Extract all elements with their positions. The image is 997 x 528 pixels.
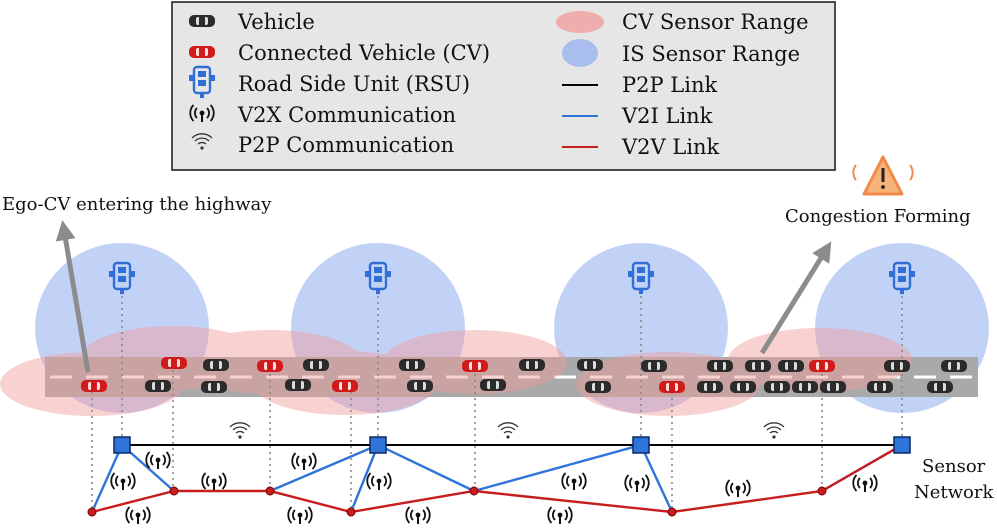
congestion-arrow <box>759 241 832 355</box>
v2x-antenna-icon <box>624 474 650 493</box>
legend-cv-range-label: CV Sensor Range <box>622 10 809 34</box>
legend-is-range-label: IS Sensor Range <box>622 42 800 66</box>
vehicle <box>303 359 329 371</box>
v2x-antenna-icon <box>291 452 317 471</box>
connected-vehicle <box>257 360 283 372</box>
vehicle <box>399 359 425 371</box>
v2x-antenna-icon <box>110 472 136 491</box>
vehicle <box>707 360 733 372</box>
is-range-swatch <box>562 39 598 67</box>
vehicle <box>820 381 846 393</box>
connected-vehicle <box>462 360 488 372</box>
legend-v2v-link-label: V2V Link <box>621 135 720 159</box>
vehicle <box>285 379 311 391</box>
legend-v2x-label: V2X Communication <box>237 103 456 127</box>
vehicle <box>407 380 433 392</box>
connected-vehicle <box>659 381 685 393</box>
legend-rsu-label: Road Side Unit (RSU) <box>238 72 470 96</box>
cv-range-swatch <box>556 11 604 33</box>
vehicle <box>778 360 804 372</box>
v2x-antenna-icon <box>561 472 587 491</box>
sensor-network-label-line1: Sensor <box>922 456 986 477</box>
v2x-antenna-icon <box>125 506 151 525</box>
vehicle <box>927 381 953 393</box>
v2x-antenna-icon <box>852 474 878 493</box>
legend-v2i-link-label: V2I Link <box>621 104 713 128</box>
wifi-icon <box>763 422 785 440</box>
vehicle <box>941 360 967 372</box>
legend-cv-label: Connected Vehicle (CV) <box>238 41 490 65</box>
v2x-antenna-icon <box>547 506 573 525</box>
sensor-network-label-line2: Network <box>914 482 994 503</box>
v2v-links <box>91 443 903 514</box>
wifi-icon <box>229 422 251 440</box>
congestion-annotation: Congestion Forming <box>785 206 971 227</box>
vehicle <box>792 381 818 393</box>
wifi-icon <box>497 422 519 440</box>
legend-box <box>171 1 836 171</box>
vehicle <box>697 381 723 393</box>
vehicle <box>203 359 229 371</box>
vehicle-nodes <box>87 486 827 517</box>
ego-cv-annotation: Ego-CV entering the highway <box>2 194 272 215</box>
vehicle <box>519 359 545 371</box>
v2i-links <box>90 443 903 513</box>
rsu-units <box>107 261 917 296</box>
v2x-antenna-icon <box>366 472 392 491</box>
rsu-nodes <box>113 436 911 454</box>
legend-p2p-link-label: P2P Link <box>622 73 717 97</box>
vehicle <box>585 381 611 393</box>
vehicle-icon <box>189 15 215 27</box>
legend-p2p-comm-label: P2P Communication <box>238 133 454 157</box>
v2x-antenna-icon <box>145 451 171 470</box>
projection-lines <box>91 296 903 510</box>
cv-sensor-ranges <box>0 326 912 416</box>
vehicle <box>884 360 910 372</box>
v2x-antenna-icon <box>201 472 227 491</box>
v2x-antenna-icon <box>287 506 313 525</box>
connected-vehicle <box>161 357 187 369</box>
warning-icon <box>852 155 914 196</box>
sensor-network <box>87 422 911 525</box>
v2x-antenna-icon <box>405 506 431 525</box>
vehicle <box>764 381 790 393</box>
vehicle <box>730 381 756 393</box>
vehicle <box>867 381 893 393</box>
ego-connected-vehicle <box>81 380 107 392</box>
v2x-antenna-icon <box>725 479 751 498</box>
legend: Vehicle Connected Vehicle (CV) Road Side… <box>171 1 836 171</box>
legend-vehicle-label: Vehicle <box>237 10 315 34</box>
vehicle <box>145 380 171 392</box>
ego-arrow <box>55 220 91 373</box>
vehicle <box>745 360 771 372</box>
connected-vehicle-icon <box>189 46 215 58</box>
vehicle <box>201 381 227 393</box>
vehicle <box>480 379 506 391</box>
connected-vehicle <box>809 360 835 372</box>
connected-vehicle <box>332 380 358 392</box>
vehicle <box>641 360 667 372</box>
vehicle <box>577 359 603 371</box>
